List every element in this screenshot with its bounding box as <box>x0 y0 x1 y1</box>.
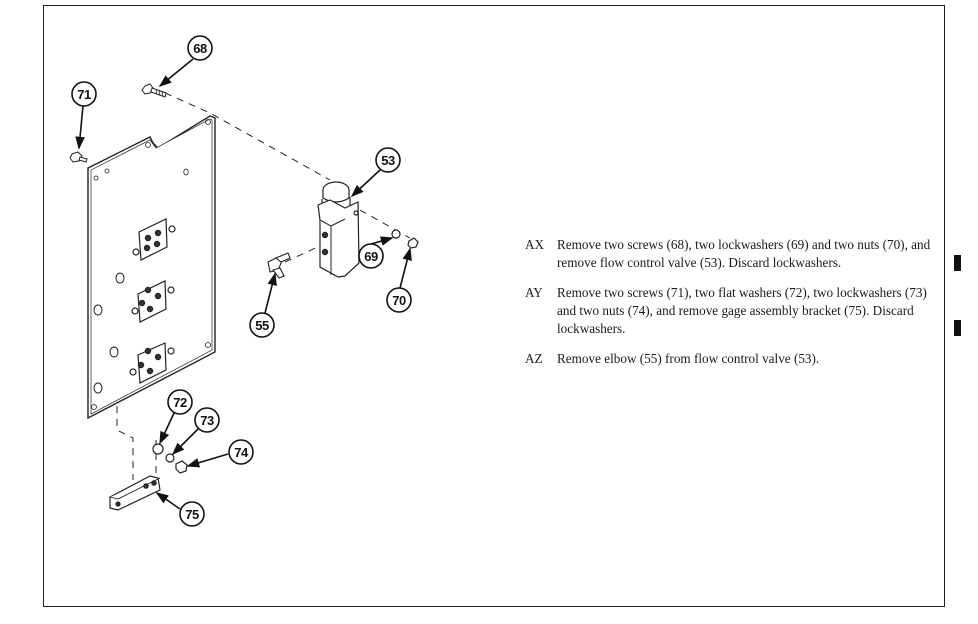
nut-70 <box>407 237 419 249</box>
lockwasher-73 <box>165 453 175 463</box>
callout-71: 71 <box>71 81 97 107</box>
guide-line-68-to-53 <box>164 92 331 181</box>
gauge-socket-2 <box>131 280 175 323</box>
callout-69-label: 69 <box>364 249 378 264</box>
step-text: Remove elbow (55) from flow control valv… <box>557 351 820 366</box>
page-frame <box>43 5 945 607</box>
gauge-socket-3 <box>129 342 175 384</box>
leader-68 <box>158 58 194 88</box>
leader-70 <box>399 247 412 289</box>
change-bar-ax <box>954 255 961 271</box>
screw-71 <box>69 151 88 163</box>
step-text: Remove two screws (68), two lockwashers … <box>557 237 931 270</box>
flat-washer-72 <box>152 443 164 455</box>
callout-balloons: 68 71 53 69 70 55 72 73 <box>71 35 412 527</box>
callout-53: 53 <box>375 147 401 173</box>
callout-74-label: 74 <box>234 445 249 460</box>
step-letter: AZ <box>525 351 543 366</box>
callout-72: 72 <box>167 389 193 415</box>
callout-69: 69 <box>358 243 384 269</box>
screw-68 <box>141 83 167 98</box>
gage-mounting-plate <box>87 115 216 420</box>
flow-control-valve-53 <box>317 181 360 278</box>
leader-73 <box>171 428 199 456</box>
procedure-steps: AX Remove two screws (68), two lockwashe… <box>525 236 945 380</box>
step-text: Remove two screws (71), two flat washers… <box>557 285 927 336</box>
gauge-socket-1 <box>132 218 176 261</box>
leader-71 <box>75 105 85 150</box>
step-letter: AX <box>525 237 545 252</box>
step-ay: AY Remove two screws (71), two flat wash… <box>525 284 945 338</box>
callout-73: 73 <box>194 407 220 433</box>
callout-74: 74 <box>228 439 254 465</box>
leader-55 <box>264 272 277 314</box>
callout-68: 68 <box>187 35 213 61</box>
leader-72 <box>159 410 176 445</box>
step-az: AZ Remove elbow (55) from flow control v… <box>525 350 945 368</box>
callout-75-label: 75 <box>185 507 199 522</box>
nut-74 <box>175 460 188 474</box>
callout-68-label: 68 <box>193 41 207 56</box>
callout-55: 55 <box>249 312 275 338</box>
guide-line-55-to-53 <box>284 244 323 263</box>
callout-73-label: 73 <box>200 413 214 428</box>
step-letter: AY <box>525 285 543 300</box>
elbow-55 <box>267 252 291 279</box>
callout-71-label: 71 <box>77 87 91 102</box>
guide-line-plate-to-bracket <box>116 172 134 480</box>
lockwasher-69 <box>391 229 401 239</box>
callout-72-label: 72 <box>173 395 187 410</box>
callout-75: 75 <box>179 501 205 527</box>
gage-assembly-bracket-75 <box>109 475 161 511</box>
callout-55-label: 55 <box>255 318 269 333</box>
callout-leaders <box>75 58 412 510</box>
leader-75 <box>155 492 181 510</box>
change-bar-ay <box>954 320 961 336</box>
leader-53 <box>350 169 381 198</box>
callout-53-label: 53 <box>381 153 395 168</box>
step-ax: AX Remove two screws (68), two lockwashe… <box>525 236 945 272</box>
leader-74 <box>186 453 229 468</box>
guide-line-53-to-70 <box>359 209 411 239</box>
leader-69 <box>370 236 394 246</box>
callout-70-label: 70 <box>392 293 406 308</box>
callout-70: 70 <box>386 287 412 313</box>
